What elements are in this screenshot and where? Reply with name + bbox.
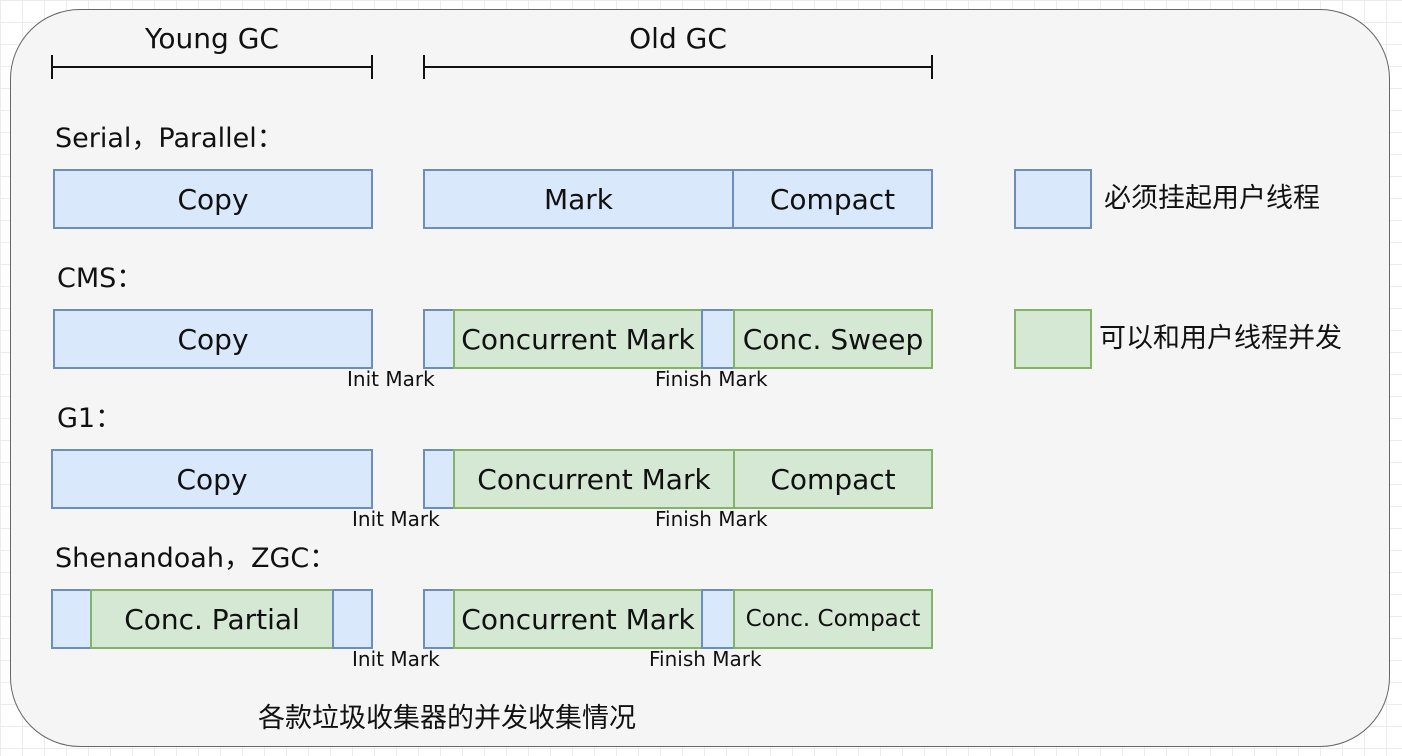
cms-init-mark-block [423,309,455,369]
cms-init-mark-label: Init Mark [347,367,435,391]
g1-copy-block: Copy [51,449,373,509]
old-gc-bracket-right-tick [931,55,933,79]
shenandoah-init-block [51,589,92,649]
shenandoah-finish-mark-block [701,589,735,649]
cms-finish-mark-block [701,309,735,369]
legend-stop-the-world-label: 必须挂起用户线程 [1104,183,1320,214]
serial-compact-block: Compact [732,169,933,229]
legend-concurrent-label: 可以和用户线程并发 [1099,323,1342,354]
cms-concurrent-mark-block: Concurrent Mark [453,309,703,369]
legend-stop-the-world-swatch [1014,169,1092,229]
g1-finish-mark-label: Finish Mark [655,507,768,531]
diagram-caption: 各款垃圾收集器的并发收集情况 [258,703,636,734]
shenandoah-finish-mark-label: Finish Mark [649,647,762,671]
serial-parallel-label: Serial，Parallel： [55,123,284,154]
old-gc-bracket [423,55,933,79]
shenandoah-zgc-label: Shenandoah，ZGC： [55,543,337,574]
g1-init-mark-label: Init Mark [352,507,440,531]
young-gc-bracket-right-tick [371,55,373,79]
shenandoah-init-mark-block [423,589,455,649]
g1-concurrent-mark-block: Concurrent Mark [453,449,735,509]
serial-copy-block: Copy [53,169,373,229]
serial-mark-block: Mark [423,169,734,229]
g1-init-mark-block [423,449,455,509]
cms-label: CMS： [57,263,144,294]
shenandoah-conc-compact-block: Conc. Compact [733,589,933,649]
shenandoah-final-block [332,589,373,649]
young-gc-bracket [51,55,373,79]
shenandoah-init-mark-label: Init Mark [352,647,440,671]
g1-label: G1： [57,403,123,434]
shenandoah-concurrent-mark-block: Concurrent Mark [453,589,703,649]
old-gc-title: Old GC [629,22,727,55]
cms-copy-block: Copy [53,309,373,369]
cms-finish-mark-label: Finish Mark [655,367,768,391]
g1-compact-block: Compact [733,449,933,509]
cms-conc-sweep-block: Conc. Sweep [733,309,933,369]
legend-concurrent-swatch [1014,309,1092,369]
old-gc-bracket-bar [423,66,933,68]
young-gc-title: Young GC [145,22,279,55]
shenandoah-conc-partial-block: Conc. Partial [90,589,334,649]
young-gc-bracket-bar [51,66,373,68]
